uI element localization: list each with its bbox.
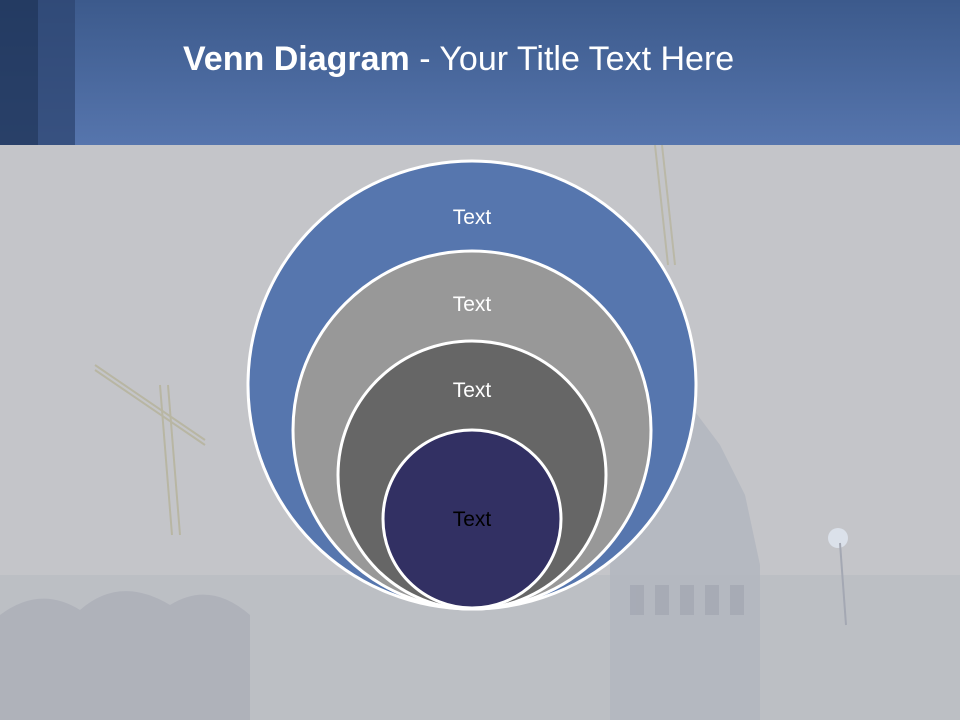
header-stripe-dark: [0, 0, 38, 145]
venn-circle-inner[interactable]: Text: [381, 428, 563, 610]
venn-circle-outer-label: Text: [453, 206, 492, 229]
venn-circle-third-label: Text: [453, 379, 492, 402]
title-rest: - Your Title Text Here: [409, 40, 735, 78]
title-bold: Venn Diagram: [183, 40, 410, 78]
venn-circle-second-label: Text: [453, 293, 492, 316]
page-title[interactable]: Venn Diagram - Your Title Text Here: [183, 40, 734, 79]
header-stripe-mid: [38, 0, 75, 145]
header-banner: Venn Diagram - Your Title Text Here: [0, 0, 960, 145]
venn-circle-inner-label: Text: [453, 508, 492, 531]
